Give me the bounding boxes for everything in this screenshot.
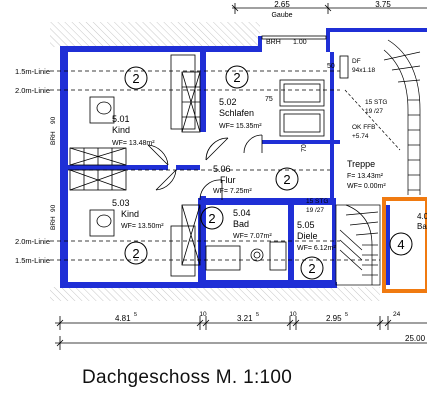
dim-24: 24 (393, 311, 401, 318)
room-501-number: 5.01 (112, 114, 130, 124)
desk-chairs (96, 101, 112, 228)
room-503-name: Kind (121, 209, 139, 219)
line-20m-top: 2.0m-Linie (15, 86, 50, 95)
room-506-name: Flur (220, 175, 236, 185)
drawing-title: Dachgeschoss M. 1:100 (82, 367, 293, 388)
top-dimension-line: 2.65 Gaube 3.75 (231, 0, 427, 19)
room-501-area: WF= 13.48m² (112, 140, 155, 147)
circle-2-kind-501: 2 (132, 71, 139, 86)
circle-4-label: 4 (397, 237, 404, 252)
room-505-area: WF= 6.12m² (297, 245, 336, 252)
skylight-df (339, 55, 349, 79)
brh-left-label-upper: BRH (50, 131, 57, 145)
room-505-name: Diele (297, 231, 318, 241)
dim-50: 50 (327, 63, 335, 70)
wardrobe-crosses (69, 71, 201, 266)
treppe-name: Treppe (347, 159, 375, 169)
brh-left-label-lower: BRH (50, 216, 57, 230)
room-502-area: WF= 15.35m² (219, 123, 262, 130)
circle-2-schlafen: 2 (233, 70, 240, 85)
roof-hatch-bottom (50, 287, 380, 301)
circle-2-kind-503: 2 (132, 246, 139, 261)
room-labels: 5.01 Kind WF= 13.48m² 5.02 Schlafen WF= … (112, 97, 386, 252)
door-swings (147, 134, 263, 201)
df-label: DF (352, 58, 361, 65)
dim-321: 3.21 (237, 314, 253, 323)
room-505-number: 5.05 (297, 220, 315, 230)
neighbour-room-wall (382, 197, 427, 293)
dim-481: 4.81 (115, 314, 131, 323)
circle-2-diele: 2 (308, 261, 315, 276)
room-503-number: 5.03 (112, 198, 130, 208)
room-501-name: Kind (112, 125, 130, 135)
staircase-lower (335, 204, 381, 286)
stg-right-run: /27 (374, 108, 383, 115)
gaube-label: Gaube (271, 12, 292, 19)
dim-295: 2.95 (326, 314, 342, 323)
dim-10-a: 10 (199, 311, 207, 318)
treppe-area-f: F= 13.43m² (347, 173, 384, 180)
staircase-upper (344, 39, 421, 195)
df-size: 94x1.18 (352, 67, 376, 74)
dim-295-sup: 5 (345, 312, 348, 318)
furniture (89, 54, 325, 277)
stg-mid-count: 15 STG (306, 198, 328, 205)
circle-2-flur: 2 (283, 172, 290, 187)
room-503-area: WF= 13.50m² (121, 223, 164, 230)
line-15m-bottom: 1.5m-Linie (15, 256, 50, 265)
stg-right-count: 15 STG (365, 99, 387, 106)
stg-mid-run: /27 (315, 207, 324, 214)
room-506-number: 5.06 (213, 164, 231, 174)
roof-hatch-top (50, 22, 260, 47)
gaube-wall (261, 35, 327, 40)
dim-10-b: 10 (289, 311, 297, 318)
bottom-dimension-chain (55, 316, 427, 350)
dim-70: 70 (301, 144, 308, 152)
slope-line-labels: 1.5m-Linie 2.0m-Linie 2.0m-Linie 1.5m-Li… (15, 67, 50, 265)
room-502-number: 5.02 (219, 97, 237, 107)
gaube-width-dim: 2.65 (274, 0, 290, 9)
room-circle-4 (389, 232, 413, 256)
room-4-name: Ba (417, 222, 427, 231)
dim-75: 75 (265, 96, 273, 103)
dim-481-sup: 5 (134, 312, 137, 318)
line-20m-bottom: 2.0m-Linie (15, 237, 50, 246)
line-15m-top: 1.5m-Linie (15, 67, 50, 76)
room-type-circle-labels: 2 2 2 2 2 2 (132, 70, 315, 276)
brh-top-value: 1.00 (293, 39, 307, 46)
treppe-area-wf: WF= 0.00m² (347, 183, 386, 190)
room-type-circles (124, 65, 324, 280)
room-506-area: WF= 7.25m² (213, 188, 252, 195)
stg-mid-rise: 19 (306, 207, 314, 214)
dim-90-upper: 90 (50, 116, 57, 124)
circle-2-bad: 2 (208, 211, 215, 226)
outer-walls (60, 28, 427, 288)
room-504-area: WF= 7.07m² (233, 233, 272, 240)
room-502-name: Schlafen (219, 108, 254, 118)
room-4-number: 4.0 (417, 212, 427, 221)
room-504-name: Bad (233, 219, 249, 229)
dim-321-sup: 5 (256, 312, 259, 318)
dim-90-lower: 90 (50, 204, 57, 212)
right-top-dim: 3.75 (375, 0, 391, 9)
dim-total: 25.00 (405, 334, 426, 343)
bottom-dimension-labels: 4.81 5 10 3.21 5 10 2.95 5 24 25.00 (115, 311, 426, 343)
room-504-number: 5.04 (233, 208, 251, 218)
stg-right-rise: 19 (365, 108, 373, 115)
ok-ffb-value: +5.74 (352, 133, 369, 140)
brh-top-label: BRH (266, 39, 281, 46)
ok-ffb-label: OK FFB (352, 124, 375, 131)
